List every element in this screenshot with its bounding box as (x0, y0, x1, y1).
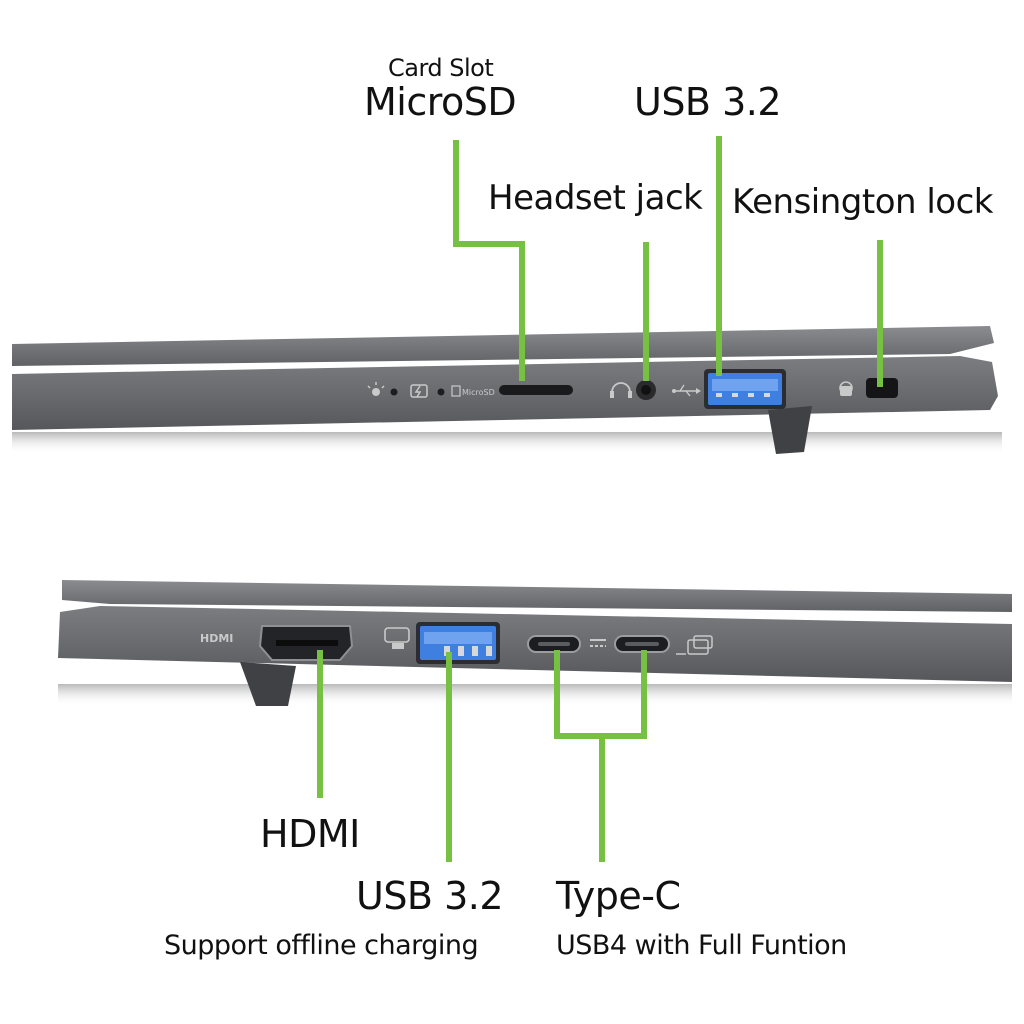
usb-pin (472, 646, 478, 656)
microsd-icon (451, 385, 461, 397)
typec-tongue (625, 642, 659, 646)
kensington-slot (866, 378, 898, 398)
usb-bottom-label: USB 3.2 (356, 874, 504, 918)
microsd-leader-line (453, 140, 525, 381)
lock-icon (839, 381, 853, 396)
power-led (390, 388, 398, 396)
hdmi-label: HDMI (260, 812, 360, 856)
usb-a-tongue (712, 379, 778, 391)
usb-pin (716, 393, 722, 397)
usb-display-icon (676, 635, 713, 655)
usb-a-tongue-bottom (424, 632, 492, 644)
lid-top (12, 326, 994, 366)
typec-tongue (538, 642, 570, 646)
foot-bottom (240, 662, 296, 706)
headset-jack-hole (641, 385, 651, 395)
hdmi-port-inner (276, 640, 338, 646)
battery-led (437, 388, 445, 396)
shadow-bottom (58, 684, 1012, 706)
usb-pin (458, 646, 464, 656)
usb-pin (732, 393, 738, 397)
thunderbolt-icon (590, 639, 606, 647)
headset-icon (610, 382, 632, 398)
foot-top (768, 406, 812, 454)
hdmi-logo-icon: HDMI (200, 632, 233, 645)
headset-label: Headset jack (488, 178, 703, 218)
microsd-port-mark: MicroSD (462, 388, 495, 397)
usb-pin (444, 646, 450, 656)
usb-pin (764, 393, 770, 397)
usb-charge-icon (384, 627, 410, 649)
typec-label: Type-C (556, 874, 681, 918)
usb-symbol-icon (672, 384, 701, 397)
power-light-icon (367, 382, 385, 396)
kensington-label: Kensington lock (732, 182, 993, 222)
usb-pin (486, 646, 492, 656)
shadow-top (12, 432, 1002, 454)
usb-top-label: USB 3.2 (634, 80, 782, 124)
microsd-slot (499, 385, 573, 395)
usb-pin (748, 393, 754, 397)
card-slot-label: Card Slot (388, 54, 494, 82)
battery-charge-icon (410, 384, 428, 398)
usb-bottom-sublabel: Support offline charging (164, 930, 479, 961)
microsd-label: MicroSD (364, 80, 517, 124)
typec-sublabel: USB4 with Full Funtion (556, 930, 847, 961)
lid-bottom (62, 580, 1012, 612)
